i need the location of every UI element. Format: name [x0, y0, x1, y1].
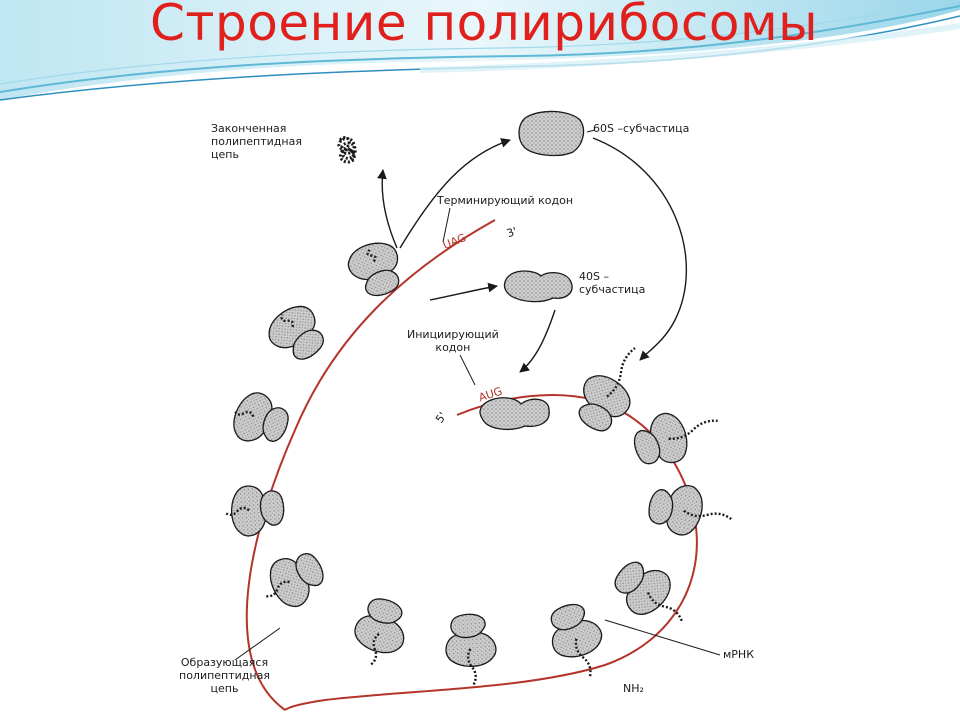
ribosome [224, 485, 285, 537]
subunit-40s-label: 40S – субчастица [579, 270, 646, 296]
ribosome-small-subunit [364, 269, 400, 297]
ribosome-small-subunit [450, 613, 486, 639]
terminating-codon-leader [442, 207, 451, 243]
terminating-codon-label: Терминирующий кодон [437, 194, 574, 207]
nascent-polypeptide-chain [683, 509, 732, 521]
ribosome [614, 561, 683, 622]
initiating-40s-subunit [479, 397, 550, 431]
forming-chain-leader [234, 627, 281, 661]
nascent-polypeptide-chain [668, 419, 718, 440]
nascent-polypeptide-chain [366, 249, 377, 263]
ribosome [265, 553, 324, 608]
ribosome-large-subunit [354, 615, 405, 654]
diagram-canvas [224, 110, 732, 711]
ribosome-large-subunit [445, 631, 497, 667]
header-wave-banner [0, 0, 960, 101]
ribosome-small-subunit [295, 553, 324, 587]
ribosome-small-subunit [614, 561, 645, 594]
ribosome-small-subunit [633, 429, 661, 465]
ribosome [354, 598, 405, 666]
subunit-60s-label: 60S –субчастица [593, 122, 690, 135]
nh2-label: NH₂ [623, 682, 644, 695]
ribosome-large-subunit [233, 392, 273, 442]
free-40s-subunit [503, 270, 573, 303]
forming-chain-label: Образующаяся полипептидная цепь [179, 656, 270, 695]
ribosome-small-subunit [550, 603, 586, 631]
nascent-polypeptide-chain [369, 632, 380, 666]
mrna-strand [245, 219, 496, 711]
ribosome [550, 603, 603, 677]
ribosome [648, 485, 732, 536]
free-60s-subunit [518, 110, 585, 157]
arrow-to-40s [429, 282, 498, 301]
ribosome [347, 242, 400, 297]
nascent-polypeptide-chain [224, 506, 250, 517]
ribosome-small-subunit [259, 490, 285, 526]
ribosome [268, 305, 324, 360]
arrow-60s-to-ring [592, 137, 688, 361]
nascent-polypeptide-chain [265, 580, 290, 598]
60s-leader [586, 129, 596, 133]
arrow-to-60s [399, 138, 511, 249]
ribosome [445, 613, 497, 686]
nascent-polypeptide-chain [233, 409, 255, 418]
initiating-codon-label: Инициирующий кодон [407, 328, 499, 354]
ribosome-small-subunit [578, 403, 613, 432]
arrow-to-finished-chain [377, 169, 398, 249]
ribosome [578, 347, 636, 432]
ribosome [633, 412, 718, 465]
nascent-polypeptide-chain [606, 347, 636, 398]
finished-chain-label: Законченная полипептидная цепь [211, 122, 302, 161]
ribosome-group [224, 242, 732, 686]
arrow-40s-to-aug [519, 309, 556, 373]
mrna-leader [604, 619, 721, 656]
mrna-label: мРНК [723, 648, 755, 661]
ribosome [233, 392, 289, 442]
ribosome-small-subunit [262, 407, 289, 442]
ribosome-small-subunit [648, 488, 674, 525]
nascent-polypeptide-chain [574, 638, 592, 677]
ribosome-small-subunit [367, 598, 403, 624]
initiating-codon-leader [459, 354, 476, 386]
finished-polypeptide-chain [337, 136, 357, 164]
ribosome-large-subunit [231, 485, 267, 537]
nascent-polypeptide-chain [466, 648, 477, 686]
polyribosome-diagram: Законченная полипептидная цепь 60S –субч… [175, 100, 815, 720]
ribosome-small-subunit [292, 329, 324, 360]
nascent-polypeptide-chain [280, 314, 295, 328]
slide-title: Строение полирибосомы [150, 0, 819, 52]
